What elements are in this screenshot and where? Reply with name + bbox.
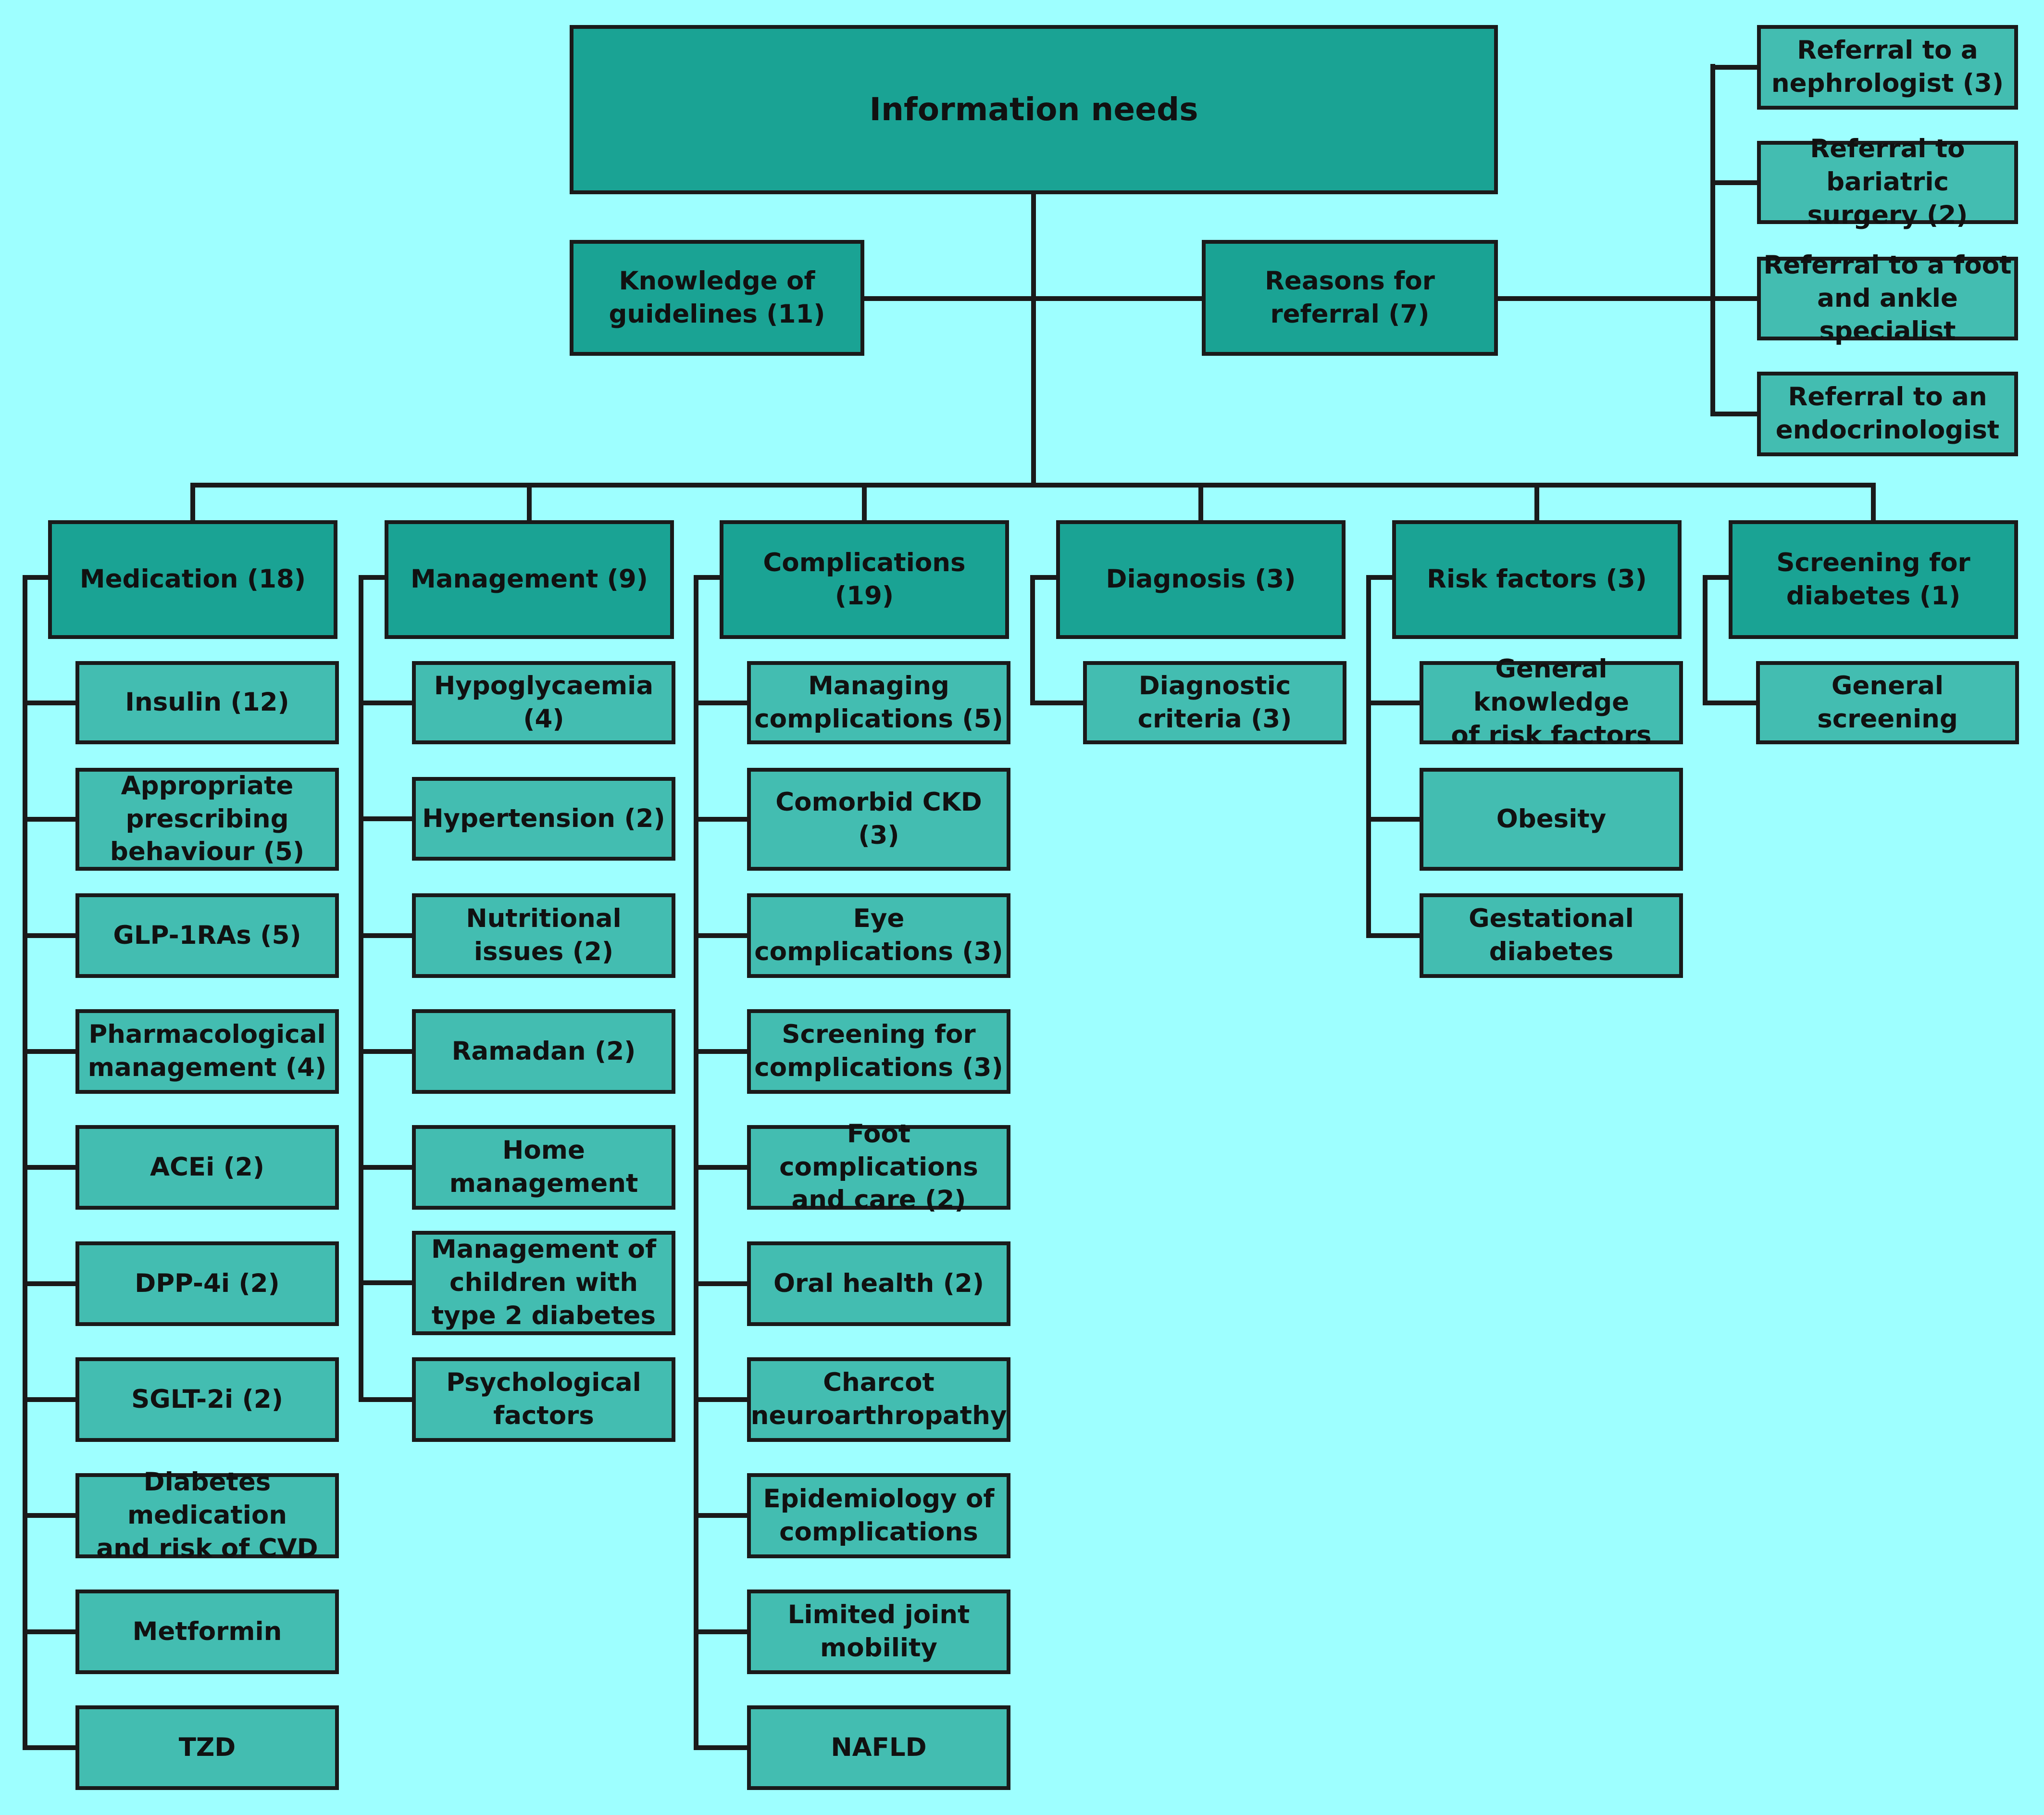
- category-screening-for-diabetes: Screening for diabetes (1): [1729, 520, 2018, 639]
- item-sglt-2i: SGLT-2i (2): [75, 1357, 339, 1442]
- item-comorbid-ckd: Comorbid CKD (3): [747, 768, 1010, 871]
- referral-item-1: Referral to a nephrologist (3): [1757, 25, 2018, 110]
- item-epidemiology-of-complications: Epidemiology of complications: [747, 1473, 1010, 1558]
- item-obesity: Obesity: [1420, 768, 1683, 871]
- item-metformin: Metformin: [75, 1590, 339, 1674]
- item-diagnostic-criteria: Diagnostic criteria (3): [1083, 661, 1346, 744]
- item-nafld: NAFLD: [747, 1705, 1010, 1790]
- item-pharmacological-management: Pharmacological management (4): [75, 1009, 339, 1094]
- item-eye-complications: Eye complications (3): [747, 893, 1010, 978]
- item-dpp-4i: DPP-4i (2): [75, 1241, 339, 1326]
- item-oral-health: Oral health (2): [747, 1241, 1010, 1326]
- category-complications: Complications (19): [720, 520, 1009, 639]
- root-node-information-needs: Information needs: [570, 25, 1498, 194]
- item-ramadan: Ramadan (2): [412, 1009, 675, 1094]
- item-managing-complications: Managing complications (5): [747, 661, 1010, 744]
- item-general-screening: General screening: [1756, 661, 2019, 744]
- referral-item-2: Referral to bariatric surgery (2): [1757, 134, 2018, 230]
- item-insulin: Insulin (12): [75, 661, 339, 744]
- referral-item-3: Referral to a foot and ankle specialist: [1757, 250, 2018, 346]
- item-diabetes-medication-and-risk-of-cvd: Diabetes medication and risk of CVD: [75, 1467, 339, 1563]
- node-reasons-for-referral: Reasons for referral (7): [1202, 240, 1498, 356]
- item-hypertension: Hypertension (2): [412, 777, 675, 861]
- category-management: Management (9): [385, 520, 674, 639]
- item-foot-complications-and-care: Foot complications and care (2): [747, 1119, 1010, 1214]
- category-risk-factors: Risk factors (3): [1392, 520, 1682, 639]
- item-hypoglycaemia: Hypoglycaemia (4): [412, 661, 675, 744]
- item-acei: ACEi (2): [75, 1125, 339, 1210]
- item-gestational-diabetes: Gestational diabetes: [1420, 893, 1683, 978]
- item-general-knowledge-of-risk-factors: General knowledge of risk factors: [1420, 654, 1683, 750]
- item-nutritional-issues: Nutritional issues (2): [412, 893, 675, 978]
- item-appropriate-prescribing-behaviour: Appropriate prescribing behaviour (5): [75, 768, 339, 871]
- referral-item-4: Referral to an endocrinologist: [1757, 372, 2018, 456]
- item-charcot-neuroarthropathy: Charcot neuroarthropathy: [747, 1357, 1010, 1442]
- category-diagnosis: Diagnosis (3): [1056, 520, 1346, 639]
- node-knowledge-of-guidelines: Knowledge of guidelines (11): [570, 240, 864, 356]
- item-limited-joint-mobility: Limited joint mobility: [747, 1590, 1010, 1674]
- category-medication: Medication (18): [48, 520, 337, 639]
- item-glp-1ras: GLP-1RAs (5): [75, 893, 339, 978]
- item-screening-for-complications: Screening for complications (3): [747, 1009, 1010, 1094]
- item-psychological-factors: Psychological factors: [412, 1357, 675, 1442]
- item-home-management: Home management: [412, 1125, 675, 1210]
- item-management-of-children-with-type-2-diabetes: Management of children with type 2 diabe…: [412, 1231, 675, 1335]
- item-tzd: TZD: [75, 1705, 339, 1790]
